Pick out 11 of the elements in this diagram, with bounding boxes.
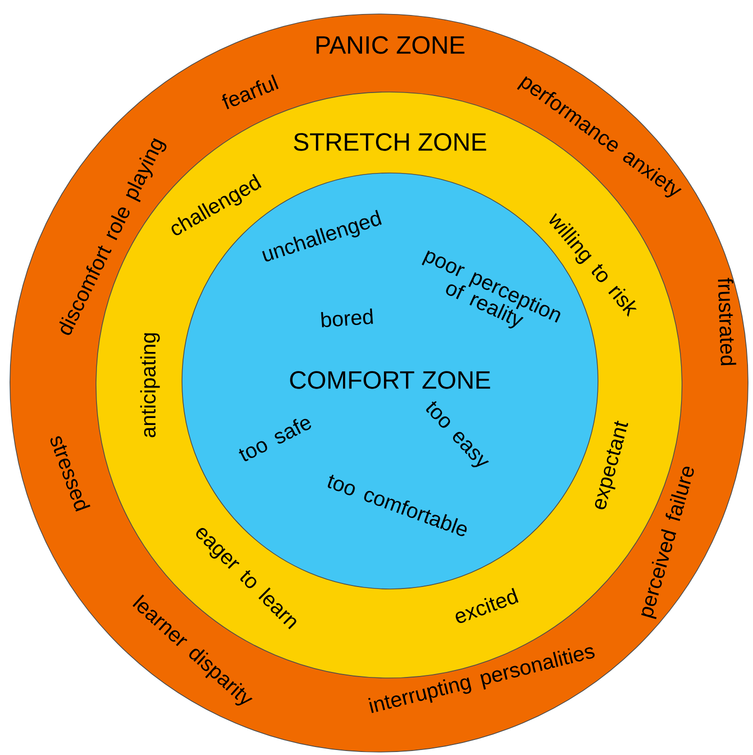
zone-title: STRETCH ZONE: [294, 133, 486, 151]
zone-word: too safe: [238, 418, 312, 462]
zone-title: PANIC ZONE: [316, 36, 464, 54]
zone-word: fearful: [222, 74, 279, 110]
zone-word: bored: [321, 308, 373, 328]
zone-word: expectant: [595, 420, 628, 510]
zone-word: frustrated: [718, 278, 736, 366]
zone-word: perceived failure: [641, 466, 694, 620]
zone-word: anticipating: [140, 333, 160, 438]
zone-title: COMFORT ZONE: [290, 371, 490, 389]
zone-word: excited: [456, 588, 519, 623]
